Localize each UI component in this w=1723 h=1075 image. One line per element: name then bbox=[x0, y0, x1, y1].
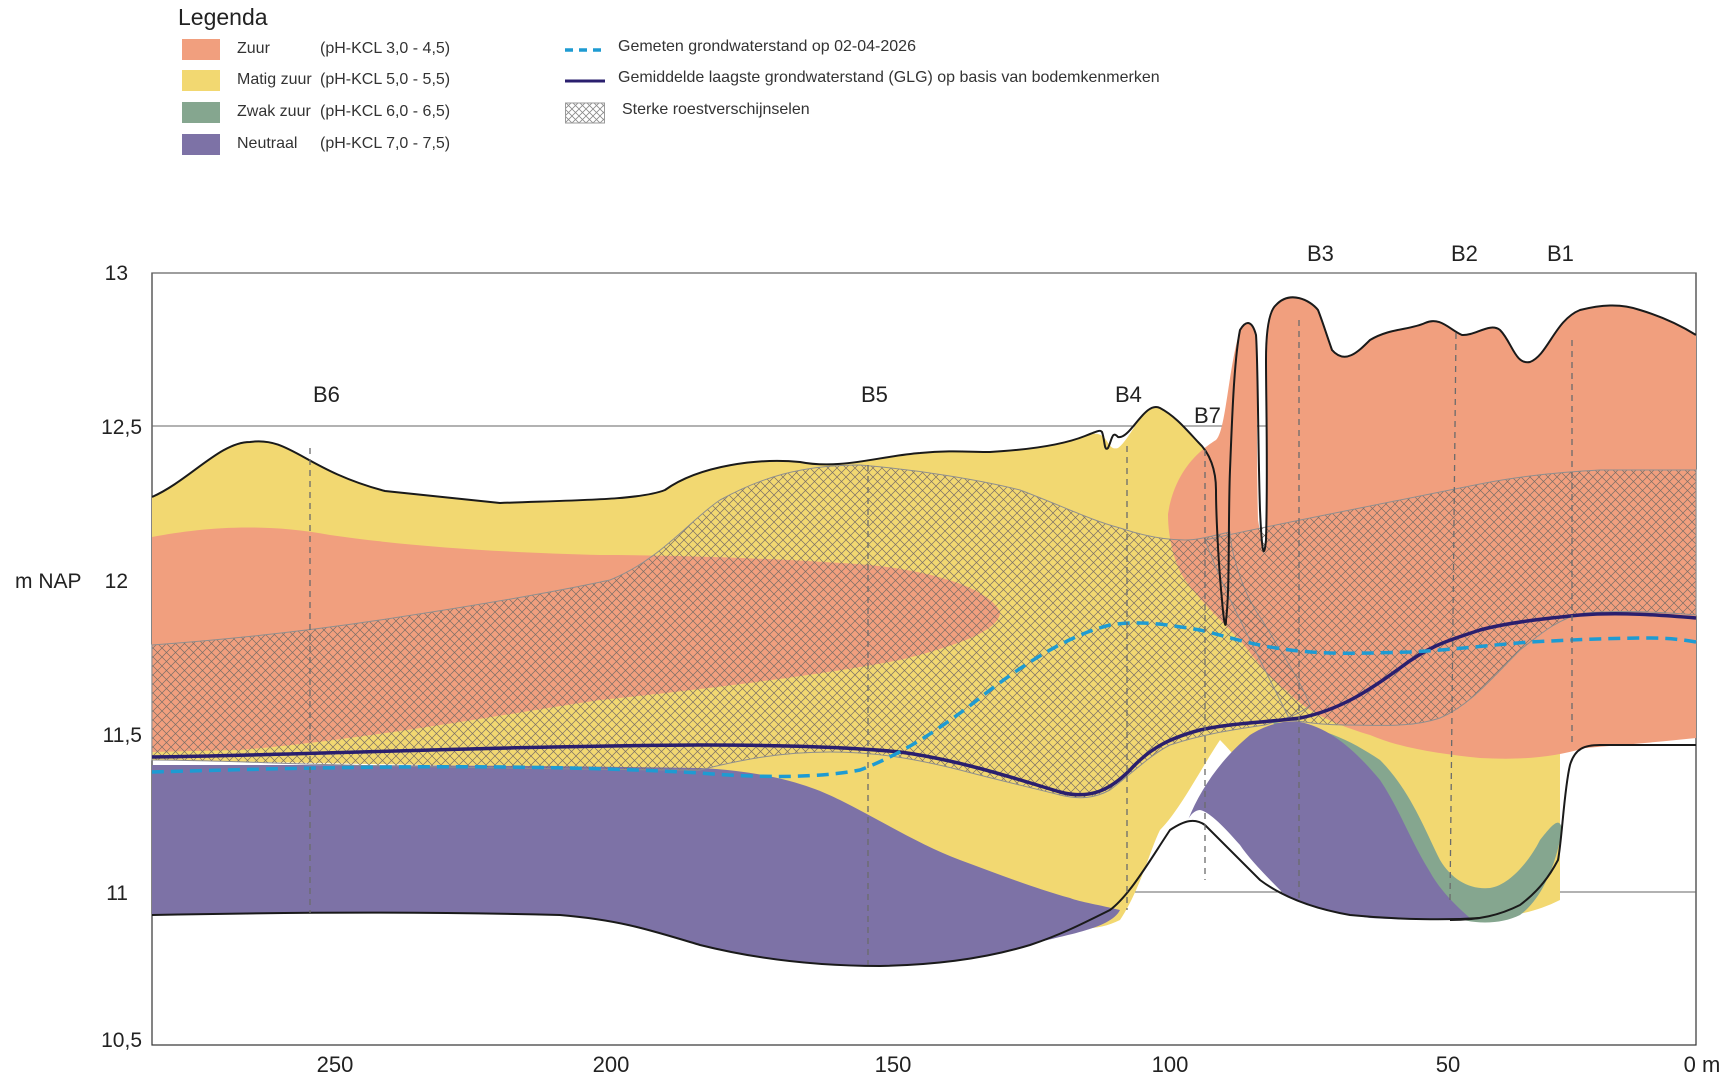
legend-swatch-zuur bbox=[182, 39, 220, 60]
borehole-label-b3: B3 bbox=[1307, 241, 1334, 266]
glg-line bbox=[151, 612, 1697, 797]
borehole-label-b7: B7 bbox=[1194, 403, 1221, 428]
y-axis-label: m NAP bbox=[15, 570, 82, 593]
borehole-label-b1: B1 bbox=[1547, 241, 1574, 266]
layer-neutraal-left bbox=[152, 765, 1120, 966]
x-tick-200: 200 bbox=[593, 1052, 630, 1075]
x-tick-150: 150 bbox=[875, 1052, 912, 1075]
base-line-right bbox=[1449, 744, 1696, 921]
x-axis-ticks: 250 200 150 100 50 0 m bbox=[317, 1052, 1721, 1075]
crosshatch-icon bbox=[565, 102, 605, 124]
x-tick-0: 0 m bbox=[1684, 1052, 1721, 1075]
layer-neutraal-right bbox=[1188, 721, 1470, 920]
y-tick-10-5: 10,5 bbox=[101, 1029, 142, 1052]
y-tick-11: 11 bbox=[106, 882, 128, 905]
borehole-label-b5: B5 bbox=[861, 382, 888, 407]
measured-groundwater-line bbox=[151, 621, 1697, 779]
dashed-line-icon bbox=[565, 48, 605, 52]
y-axis-ticks: 13 12,5 12 11,5 11 10,5 bbox=[101, 262, 142, 1052]
x-tick-50: 50 bbox=[1436, 1052, 1460, 1075]
ground-surface-line bbox=[151, 296, 1697, 626]
y-tick-11-5: 11,5 bbox=[103, 724, 142, 747]
base-line-left bbox=[151, 819, 1481, 968]
borehole-lines bbox=[309, 320, 1573, 965]
y-tick-13: 13 bbox=[105, 262, 128, 285]
borehole-label-b4: B4 bbox=[1115, 382, 1142, 407]
borehole-label-b2: B2 bbox=[1451, 241, 1478, 266]
borehole-labels: B6 B5 B4 B7 B3 B2 B1 bbox=[313, 241, 1574, 428]
legend-swatch-neutraal bbox=[182, 134, 220, 155]
x-tick-250: 250 bbox=[317, 1052, 354, 1075]
borehole-label-b6: B6 bbox=[313, 382, 340, 407]
legend: Legenda Zuur (pH-KCL 3,0 - 4,5) Matig zu… bbox=[0, 0, 1723, 170]
solid-line-icon bbox=[565, 79, 605, 83]
x-tick-100: 100 bbox=[1152, 1052, 1189, 1075]
y-tick-12: 12 bbox=[105, 570, 128, 593]
legend-swatch-matig-zuur bbox=[182, 70, 220, 91]
legend-title: Legenda bbox=[178, 4, 268, 30]
legend-swatch-zwak-zuur bbox=[182, 102, 220, 123]
y-tick-12-5: 12,5 bbox=[101, 416, 142, 439]
